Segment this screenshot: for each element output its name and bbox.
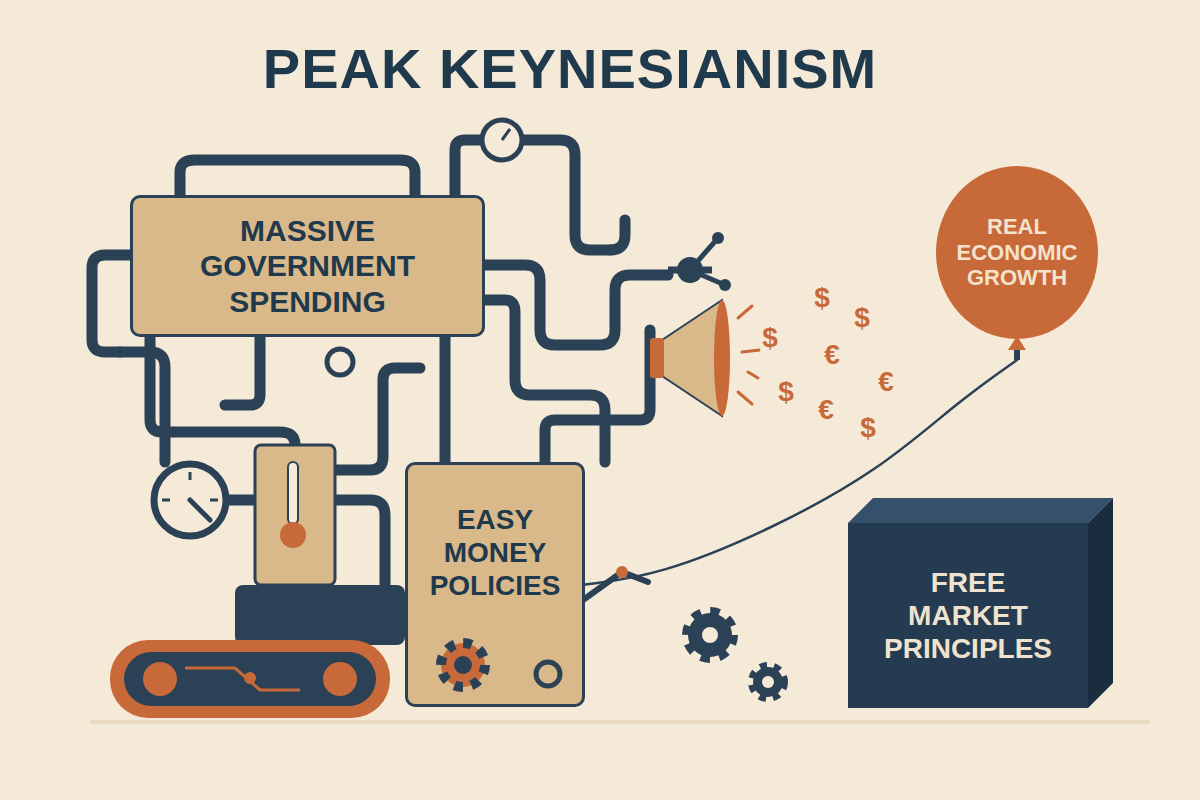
currency-symbol: €: [822, 340, 842, 371]
balloon-node: REAL ECONOMIC GROWTH: [935, 165, 1099, 360]
gear-hub: [702, 627, 718, 643]
text-area: REAL ECONOMIC GROWTH: [935, 165, 1099, 340]
thermometer-housing: [255, 445, 335, 585]
cube-front: [848, 523, 1088, 708]
lever-joint: [616, 566, 628, 578]
text-area: FREE MARKET PRINCIPLES: [848, 523, 1088, 708]
pipe-connector: [440, 337, 451, 462]
gauge-ticks: [162, 472, 218, 500]
megaphone: [662, 300, 722, 416]
megaphone-handle: [650, 338, 664, 378]
currency-symbol: €: [876, 367, 896, 398]
pipe: [92, 255, 130, 352]
pressure-gauge: [482, 120, 522, 160]
pipe: [180, 160, 415, 200]
currency-symbol: $: [852, 303, 872, 334]
thermometer-bulb: [280, 522, 306, 548]
gear: [428, 630, 498, 700]
tank-tread: [110, 640, 390, 718]
valve-handle: [690, 238, 718, 270]
valve-knob: [712, 232, 724, 244]
tread-inner: [124, 652, 376, 706]
currency-symbol: $: [760, 323, 780, 354]
currency-symbol: $: [858, 413, 878, 444]
text-area: EASY MONEY POLICIES: [408, 465, 582, 640]
sound-lines: [738, 306, 760, 404]
gear-hub: [454, 656, 472, 674]
tread-linkage: [185, 668, 300, 690]
pipe-ring: [327, 349, 353, 375]
pipe: [610, 220, 625, 250]
node-text: REAL ECONOMIC GROWTH: [955, 214, 1079, 292]
gauge-needle: [502, 129, 510, 140]
gear-hub: [762, 676, 774, 688]
cube-side: [1088, 498, 1113, 708]
pipe: [545, 330, 650, 462]
pipe: [335, 368, 420, 470]
knob-ring: [536, 662, 560, 686]
balloon-body: [936, 166, 1098, 339]
pipe: [335, 500, 385, 585]
balloon-tie: [1014, 350, 1020, 360]
pipe: [522, 140, 610, 250]
currency-symbol: $: [776, 377, 796, 408]
pipe: [150, 330, 295, 445]
node-text: MASSIVE GOVERNMENT SPENDING: [173, 213, 443, 319]
tread-wheel: [143, 662, 177, 696]
ground-line: [90, 720, 1150, 724]
balloon-knot: [1008, 336, 1026, 350]
gauge-needle: [190, 500, 210, 520]
gear: [753, 667, 783, 697]
currency-symbol: €: [816, 395, 836, 426]
cube-top: [848, 498, 1113, 523]
node-text: EASY MONEY POLICIES: [422, 503, 568, 602]
knob: [528, 654, 568, 694]
megaphone-bell: [714, 300, 730, 416]
tread-bolt: [244, 672, 256, 684]
gear: [688, 613, 732, 657]
process-box: EASY MONEY POLICIES: [405, 462, 585, 707]
machine-body: [235, 585, 405, 645]
gear-teeth: [441, 643, 485, 687]
title: PEAK KEYNESIANISM: [0, 36, 1140, 101]
cube-node: FREE MARKET PRINCIPLES: [848, 498, 1113, 708]
pipe: [120, 352, 165, 462]
pipe: [225, 330, 260, 405]
currency-symbol: $: [812, 283, 832, 314]
process-box: MASSIVE GOVERNMENT SPENDING: [130, 195, 485, 337]
thermometer-tube: [288, 462, 298, 524]
text-area: MASSIVE GOVERNMENT SPENDING: [133, 198, 482, 334]
pipe: [455, 140, 482, 200]
large-gauge: [154, 464, 226, 536]
tread-wheel: [323, 662, 357, 696]
valve-knob: [719, 279, 731, 291]
node-text: FREE MARKET PRINCIPLES: [868, 566, 1068, 665]
